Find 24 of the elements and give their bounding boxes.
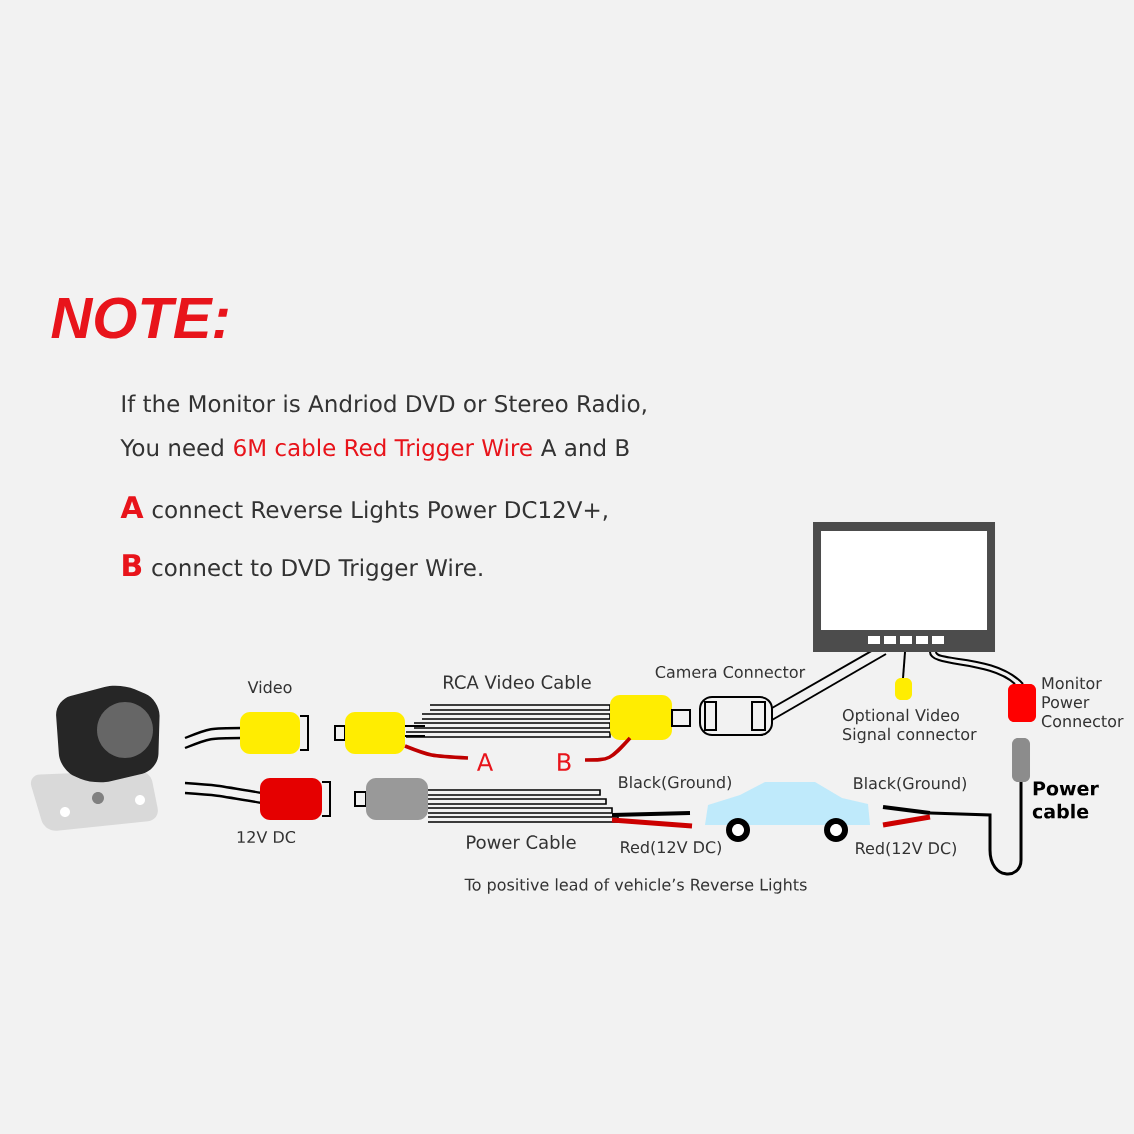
part-label: Video: [247, 680, 292, 694]
wire-letter: B: [558, 753, 571, 771]
part-label: Power cable: [1032, 781, 1099, 819]
note-text: To positive lead of vehicle’s Reverse Lights: [464, 878, 807, 894]
wire-label: Black(Ground): [619, 775, 731, 791]
wire-label: Red(12V DC): [621, 840, 721, 856]
part-label: Monitor Power Connector: [1041, 676, 1124, 728]
part-label: Camera Connector: [655, 665, 806, 679]
part-label: 12V DC: [237, 830, 296, 844]
part-label: RCA Video Cable: [444, 675, 591, 689]
note-text: A and B: [541, 438, 629, 457]
note-highlight: 6M cable Red Trigger Wire: [234, 438, 532, 461]
wire-label: Black(Ground): [854, 776, 966, 792]
note-text: connect to DVD Trigger Wire.: [152, 558, 482, 581]
part-label: Power Cable: [467, 835, 576, 849]
letter-marker: A: [120, 496, 144, 518]
note-text: You need: [120, 438, 223, 457]
wire-letter: A: [477, 753, 493, 771]
note-text: If the Monitor is Andriod DVD or Stereo Radio,: [122, 394, 646, 415]
title: NOTE:: [51, 297, 228, 339]
note-text: connect Reverse Lights Power DC12V+,: [152, 500, 607, 523]
part-label: Optional Video Signal connector: [842, 708, 977, 744]
wire-label: Red(12V DC): [856, 841, 956, 857]
letter-marker: B: [123, 554, 142, 576]
